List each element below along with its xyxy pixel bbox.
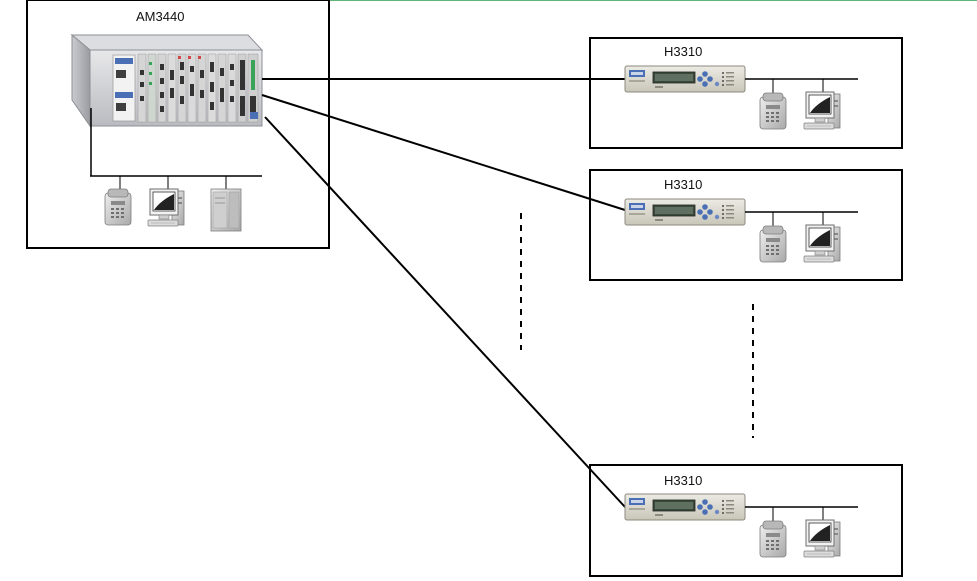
remote-site-label: H3310 <box>664 473 702 488</box>
desk-phone-icon <box>759 92 787 130</box>
remote-site-box <box>589 37 903 149</box>
computer-icon <box>803 224 841 263</box>
central-site-box <box>26 0 330 249</box>
desk-phone-icon <box>759 520 787 558</box>
link-to-remote-3 <box>264 116 626 508</box>
modem-icon <box>624 198 746 226</box>
remote-site-box <box>589 169 903 281</box>
central-site: AM3440 <box>26 0 330 249</box>
desk-phone-icon <box>759 225 787 263</box>
computer-icon <box>803 91 841 130</box>
remote-site-label: H3310 <box>664 44 702 59</box>
desk-phone-icon <box>104 188 132 226</box>
remote-site-3: H3310 <box>589 464 903 577</box>
remote-site-2: H3310 <box>589 169 903 281</box>
link-to-remote-2 <box>261 94 626 211</box>
remote-site-1: H3310 <box>589 37 903 149</box>
remote-site-box <box>589 464 903 577</box>
central-site-label: AM3440 <box>136 9 184 24</box>
computer-icon <box>803 519 841 558</box>
server-tower-icon <box>210 188 242 232</box>
chassis-icon <box>70 33 264 128</box>
modem-icon <box>624 65 746 93</box>
modem-icon <box>624 493 746 521</box>
remote-site-label: H3310 <box>664 177 702 192</box>
computer-icon <box>147 188 185 227</box>
